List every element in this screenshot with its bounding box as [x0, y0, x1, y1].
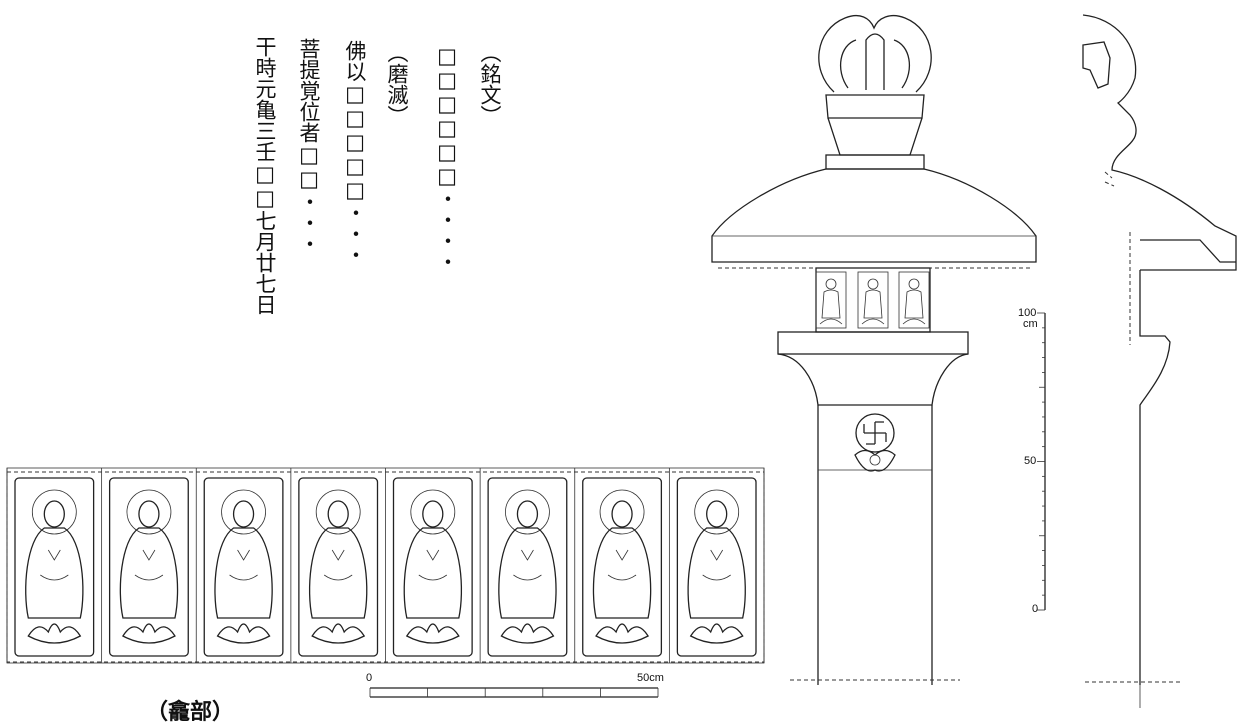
- manji-icon: [855, 413, 895, 453]
- horizontal-scale: [369, 687, 659, 698]
- relief-panel-jizo-gong: [574, 468, 663, 663]
- relief-panel-jizo-prayer: [195, 468, 284, 663]
- relief-panel-official-scroll: [290, 468, 379, 663]
- inscription-col-5: 菩提覚位者□□・・・: [297, 38, 321, 254]
- lantern-front: [711, 14, 1037, 685]
- relief-panel-jizo-hands: [101, 468, 189, 663]
- relief-panel-enma-king: [385, 468, 473, 663]
- inscription-col-3: （磨滅）: [385, 42, 409, 126]
- niche-section-label: （龕部）: [146, 700, 235, 725]
- niche-frieze: [6, 467, 765, 664]
- inscription-col-4: 佛以□□□□□・・・: [343, 40, 367, 265]
- relief-panel-jizo-staff: [479, 468, 568, 663]
- vertical-scale: [1037, 312, 1046, 611]
- relief-panel-jizo-gong-2: [668, 468, 757, 663]
- vscale-top-label: 100: [1018, 307, 1037, 319]
- lantern-side: [1082, 14, 1237, 708]
- vscale-zero-label: 0: [1032, 603, 1039, 615]
- inscription-col-2: □□□□□□・・・・: [435, 44, 459, 272]
- hscale-start-label: 0: [366, 672, 373, 684]
- lotus-icon: [854, 449, 896, 472]
- firebox-figure-2: [857, 271, 889, 329]
- firebox-figure-1: [815, 271, 847, 329]
- relief-panel-jizo-bowl: [6, 468, 95, 663]
- hscale-end-label: 50cm: [637, 672, 664, 684]
- vscale-unit-label: cm: [1023, 318, 1038, 330]
- inscription-col-6: 干時元亀三壬□□七月廿七日: [253, 36, 277, 315]
- inscription-col-1: （銘文）: [478, 42, 502, 126]
- firebox-figure-3: [898, 271, 930, 329]
- vscale-mid-label: 50: [1024, 455, 1037, 467]
